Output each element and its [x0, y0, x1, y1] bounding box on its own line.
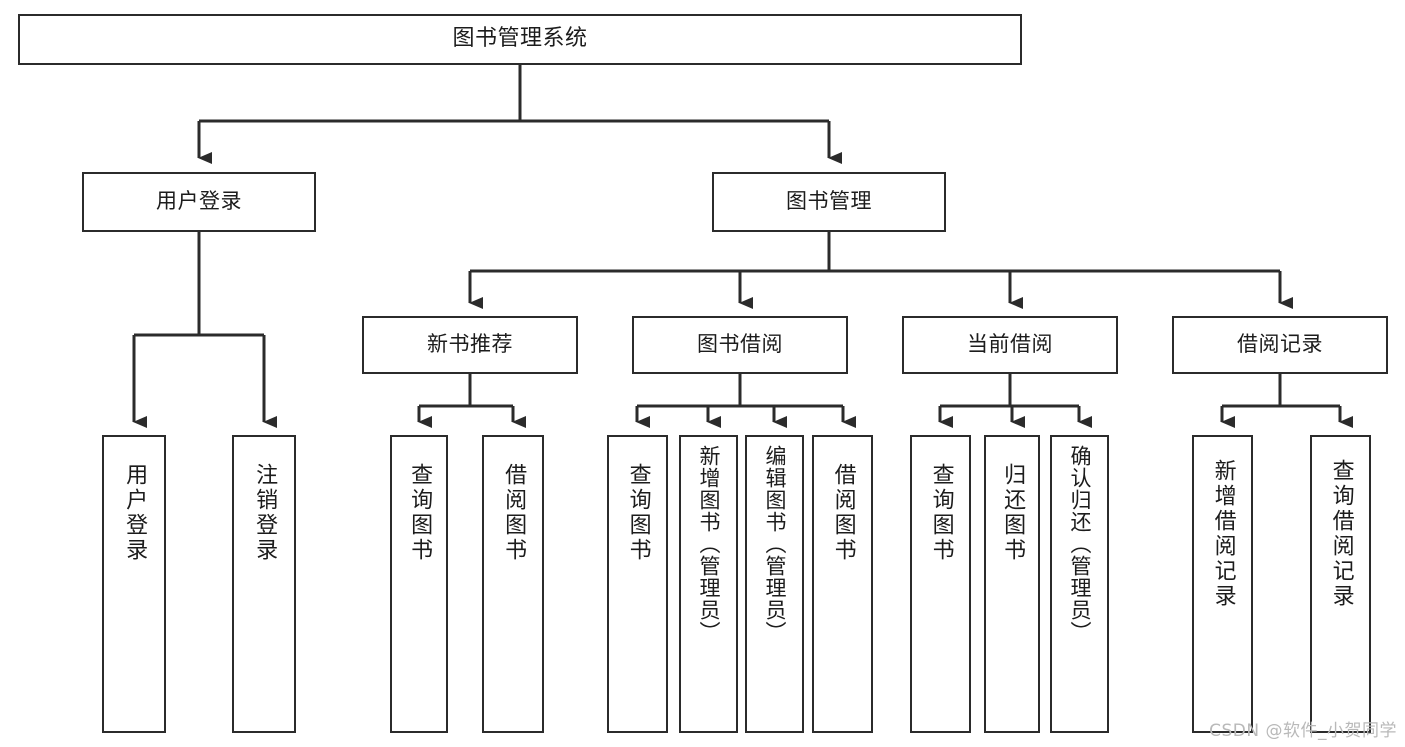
node-leaf-query-borrow-record[interactable]: 查询借阅记录 [1310, 435, 1371, 733]
node-user-login[interactable]: 用户登录 [82, 172, 316, 232]
node-leaf-add-book-admin[interactable]: 新增图书（管理员） [679, 435, 738, 733]
node-leaf-logout-label: 注销登录 [252, 463, 278, 563]
node-book-borrow[interactable]: 图书借阅 [632, 316, 848, 374]
node-leaf-query-book-2-label: 查询图书 [625, 463, 651, 563]
node-book-manage-label: 图书管理 [786, 189, 872, 214]
node-leaf-borrow-book-1-label: 借阅图书 [501, 463, 527, 563]
node-borrow-record[interactable]: 借阅记录 [1172, 316, 1388, 374]
node-leaf-confirm-return-admin[interactable]: 确认归还（管理员） [1050, 435, 1109, 733]
node-leaf-add-borrow-record-label: 新增借阅记录 [1210, 459, 1236, 609]
node-current-borrow[interactable]: 当前借阅 [902, 316, 1118, 374]
node-leaf-borrow-book-2-label: 借阅图书 [830, 463, 856, 563]
node-leaf-return-book-label: 归还图书 [1000, 463, 1026, 563]
node-current-borrow-label: 当前借阅 [967, 332, 1053, 357]
node-leaf-query-book-2[interactable]: 查询图书 [607, 435, 668, 733]
node-leaf-return-book[interactable]: 归还图书 [984, 435, 1040, 733]
node-leaf-add-book-admin-label: 新增图书（管理员） [696, 445, 721, 643]
watermark-text: CSDN @软件_小贺同学 [1209, 721, 1397, 741]
node-leaf-query-book-3-label: 查询图书 [928, 463, 954, 563]
node-leaf-confirm-return-admin-label: 确认归还（管理员） [1067, 445, 1092, 643]
node-leaf-add-borrow-record[interactable]: 新增借阅记录 [1192, 435, 1253, 733]
node-leaf-user-login[interactable]: 用户登录 [102, 435, 166, 733]
node-leaf-edit-book-admin[interactable]: 编辑图书（管理员） [745, 435, 804, 733]
node-root[interactable]: 图书管理系统 [18, 14, 1022, 65]
node-leaf-query-book-3[interactable]: 查询图书 [910, 435, 971, 733]
node-leaf-edit-book-admin-label: 编辑图书（管理员） [762, 445, 787, 643]
node-new-book-recommend-label: 新书推荐 [427, 332, 513, 357]
node-leaf-query-book-1[interactable]: 查询图书 [390, 435, 448, 733]
node-new-book-recommend[interactable]: 新书推荐 [362, 316, 578, 374]
node-book-manage[interactable]: 图书管理 [712, 172, 946, 232]
node-borrow-record-label: 借阅记录 [1237, 332, 1323, 357]
node-leaf-logout[interactable]: 注销登录 [232, 435, 296, 733]
node-leaf-borrow-book-1[interactable]: 借阅图书 [482, 435, 544, 733]
node-leaf-user-login-label: 用户登录 [122, 463, 148, 563]
node-user-login-label: 用户登录 [156, 189, 242, 214]
node-leaf-query-borrow-record-label: 查询借阅记录 [1328, 459, 1354, 609]
node-leaf-query-book-1-label: 查询图书 [407, 463, 433, 563]
node-root-label: 图书管理系统 [452, 26, 588, 52]
node-leaf-borrow-book-2[interactable]: 借阅图书 [812, 435, 873, 733]
node-book-borrow-label: 图书借阅 [697, 332, 783, 357]
